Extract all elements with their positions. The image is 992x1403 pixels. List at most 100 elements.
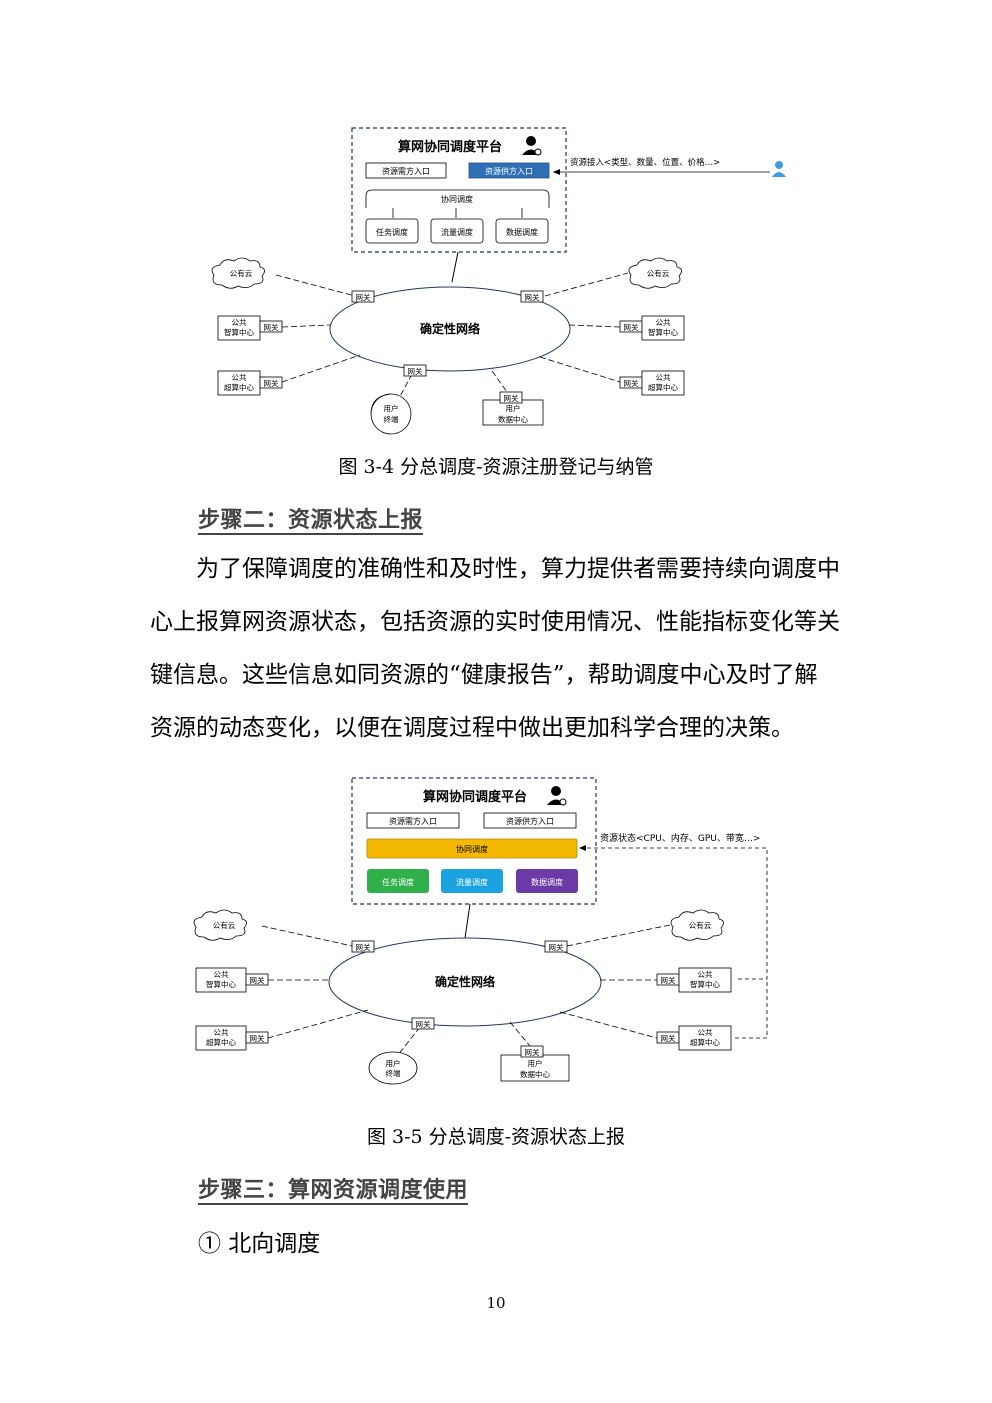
public-cloud-label: 公有云: [213, 920, 236, 930]
paragraph-line: 为了保障调度的准确性和及时性，算力提供者需要持续向调度中: [196, 556, 840, 582]
public-hpc-label-2: 超算中心: [224, 382, 254, 392]
figure-3-5: 算网协同调度平台 资源需方入口 资源供方入口 协同调度 任务调度 流量调度 数据…: [193, 777, 768, 1085]
gateway-label: 网关: [549, 942, 564, 952]
link-lines: [261, 924, 671, 1056]
task-sched-box: [367, 869, 429, 893]
step-heading: 步骤三：算网资源调度使用: [198, 1177, 469, 1203]
public-hpc-label-1: 公共: [214, 1028, 229, 1037]
user-terminal-label-2: 终端: [384, 414, 399, 424]
access-label: 资源接入<类型、数量、位置、价格…>: [570, 157, 720, 168]
coord-label: 协同调度: [441, 194, 473, 204]
task-sched-label: 任务调度: [382, 877, 414, 887]
public-ai-label-2: 智算中心: [690, 979, 720, 989]
coord-bar: [366, 838, 578, 859]
public-ai-label-2: 智算中心: [648, 327, 678, 337]
admin-icon: [522, 136, 542, 156]
task-sched-box: [365, 218, 419, 244]
figure-caption: 图 3-4 分总调度-资源注册登记与纳管: [338, 456, 654, 478]
platform-link: [451, 251, 459, 283]
flow-sched-box: [430, 218, 484, 244]
status-label: 资源状态<CPU、内存、GPU、带宽…>: [600, 832, 760, 844]
link-lines: [275, 272, 629, 405]
supply-entry-box: [468, 162, 550, 179]
data-sched-label: 数据调度: [531, 877, 563, 887]
platform-link: [464, 903, 471, 939]
figure-caption: 图 3-5 分总调度-资源状态上报: [366, 1126, 626, 1148]
public-hpc-label-2: 超算中心: [648, 382, 678, 392]
platform-box: [351, 777, 597, 905]
public-cloud-left: [211, 257, 265, 289]
gateway-label: 网关: [661, 975, 676, 985]
flow-sched-box: [441, 869, 503, 893]
gateway-label: 网关: [661, 1033, 676, 1043]
platform-title: 算网协同调度平台: [423, 789, 527, 805]
public-hpc-label-2: 超算中心: [690, 1037, 720, 1047]
paragraph-line: 心上报算网资源状态，包括资源的实时使用情况、性能指标变化等关: [150, 609, 840, 635]
paragraph-line: 键信息。这些信息如同资源的“健康报告”，帮助调度中心及时了解: [150, 662, 818, 688]
gateway-label: 网关: [624, 378, 639, 388]
supply-entry-label: 资源供方入口: [506, 816, 554, 826]
gateway-label: 网关: [525, 292, 540, 302]
gateway-label: 网关: [624, 322, 639, 332]
user-terminal-label-2: 终端: [386, 1068, 401, 1078]
coord-bracket: [365, 189, 550, 208]
public-cloud-label: 公有云: [689, 920, 712, 930]
gateway-label: 网关: [250, 1033, 265, 1043]
demand-entry-box: [366, 812, 460, 829]
network-ellipse: [329, 286, 571, 372]
user-dc-label-2: 数据中心: [520, 1069, 550, 1079]
network-label: 确定性网络: [420, 321, 480, 336]
supply-entry-box: [483, 812, 577, 829]
status-arrow: [584, 847, 768, 980]
list-item: ① 北向调度: [198, 1231, 321, 1257]
network-ellipse: [328, 937, 602, 1027]
user-terminal-label-1: 用户: [386, 1058, 401, 1068]
admin-icon: [547, 786, 567, 806]
public-ai-label-1: 公共: [214, 970, 229, 979]
figure-3-4: 算网协同调度平台 资源需方入口 资源供方入口 协同调度 任务调度 流量调度 数据…: [211, 127, 786, 435]
data-sched-label: 数据调度: [506, 227, 538, 237]
public-cloud-right: [670, 909, 724, 941]
gateway-label: 网关: [356, 292, 371, 302]
user-dc-label-1: 用户: [506, 403, 521, 413]
gateway-label: 网关: [356, 942, 371, 952]
gateway-label: 网关: [504, 393, 519, 403]
public-ai-label-1: 公共: [232, 318, 247, 327]
data-sched-box: [495, 218, 549, 244]
public-cloud-label: 公有云: [230, 268, 253, 278]
user-icon: [772, 161, 786, 177]
step-heading: 步骤二：资源状态上报: [198, 507, 424, 533]
task-sched-label: 任务调度: [376, 227, 408, 237]
public-cloud-right: [628, 257, 682, 289]
body-paragraph: 为了保障调度的准确性和及时性，算力提供者需要持续向调度中 心上报算网资源状态，包…: [150, 543, 850, 755]
user-terminal-label-1: 用户: [384, 403, 399, 413]
demand-entry-label: 资源需方入口: [389, 816, 437, 826]
public-ai-label-2: 智算中心: [224, 327, 254, 337]
gateway-label: 网关: [250, 975, 265, 985]
gateway-label: 网关: [264, 322, 279, 332]
demand-entry-label: 资源需方入口: [382, 166, 430, 176]
supply-entry-label: 资源供方入口: [485, 166, 533, 176]
demand-entry-box: [365, 162, 447, 179]
flow-sched-label: 流量调度: [441, 227, 473, 237]
platform-box: [351, 127, 567, 253]
data-sched-box: [516, 869, 578, 893]
gateway-label: 网关: [525, 1047, 540, 1057]
coord-label: 协同调度: [456, 844, 488, 854]
flow-sched-label: 流量调度: [456, 877, 488, 887]
gateway-label: 网关: [264, 378, 279, 388]
gateway-label: 网关: [416, 1019, 431, 1029]
user-dc-label-2: 数据中心: [498, 414, 528, 424]
user-dc-label-1: 用户: [528, 1058, 543, 1068]
page-number: 10: [486, 1294, 506, 1312]
public-cloud-label: 公有云: [647, 268, 670, 278]
platform-title: 算网协同调度平台: [398, 139, 502, 155]
public-ai-label-2: 智算中心: [206, 979, 236, 989]
public-hpc-label-1: 公共: [698, 1028, 713, 1037]
gateway-label: 网关: [408, 366, 423, 376]
public-hpc-label-1: 公共: [656, 373, 671, 382]
paragraph-line: 资源的动态变化，以便在调度过程中做出更加科学合理的决策。: [150, 715, 794, 741]
public-cloud-left: [193, 909, 247, 941]
public-hpc-label-1: 公共: [232, 373, 247, 382]
public-hpc-label-2: 超算中心: [206, 1037, 236, 1047]
